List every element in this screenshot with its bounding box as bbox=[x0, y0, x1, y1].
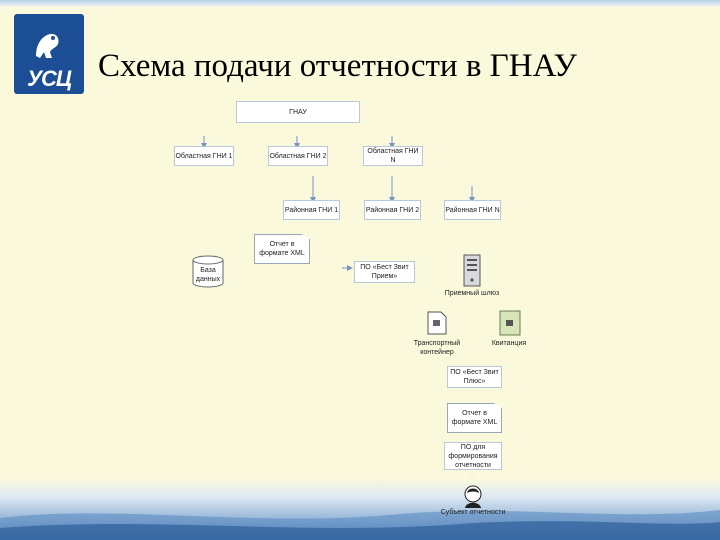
receiving-server-label: Приемный шлюз bbox=[444, 290, 500, 297]
rayon-gni-1-box: Районная ГНИ 1 bbox=[283, 200, 340, 220]
rayon-gni-2-label: Районная ГНИ 2 bbox=[365, 206, 420, 214]
oblast-gni-1-label: Областная ГНИ 1 bbox=[175, 152, 233, 160]
lion-icon bbox=[36, 33, 59, 58]
po-client-box: ПО «Бест Звит Плюс» bbox=[447, 366, 502, 388]
po-acceptance-box: ПО «Бест Звит Прием» bbox=[354, 261, 415, 283]
top-border bbox=[0, 0, 720, 6]
oblast-gni-2-label: Областная ГНИ 2 bbox=[269, 152, 327, 160]
database-icon bbox=[192, 255, 224, 288]
oblast-gni-n-label: Областная ГНИ N bbox=[367, 148, 419, 164]
report-xml-bottom-doc: Отчет в формате XML bbox=[447, 403, 502, 433]
oblast-gni-2-box: Областная ГНИ 2 bbox=[268, 146, 328, 166]
usc-logo: УСЦ bbox=[14, 14, 84, 94]
server-icon bbox=[463, 254, 481, 287]
gnau-box: ГНАУ bbox=[236, 101, 360, 123]
bottom-decoration bbox=[0, 478, 720, 540]
report-xml-bottom-label: Отчет в формате XML bbox=[451, 410, 498, 426]
po-client-label: ПО «Бест Звит Плюс» bbox=[450, 369, 499, 385]
oblast-gni-n-box: Областная ГНИ N bbox=[363, 146, 423, 166]
logo-text: УСЦ bbox=[27, 66, 72, 91]
report-xml-top-doc: Отчет в формате XML bbox=[254, 234, 310, 264]
database-label: База данных bbox=[195, 267, 221, 283]
rayon-gni-2-box: Районная ГНИ 2 bbox=[364, 200, 421, 220]
receipt-icon bbox=[499, 310, 521, 336]
wave-decoration bbox=[0, 510, 720, 540]
report-xml-top-label: Отчет в формате XML bbox=[259, 241, 305, 257]
transport-container-label: Транспортный контейнер bbox=[413, 340, 461, 356]
po-acceptance-label: ПО «Бест Звит Прием» bbox=[360, 264, 409, 280]
rayon-gni-n-label: Районная ГНИ N bbox=[445, 206, 500, 214]
page-title: Схема подачи отчетности в ГНАУ bbox=[98, 48, 577, 84]
receipt-label: Квитанция bbox=[491, 340, 527, 347]
rayon-gni-1-label: Районная ГНИ 1 bbox=[284, 206, 339, 214]
user-icon bbox=[464, 485, 482, 508]
gnau-label: ГНАУ bbox=[289, 108, 307, 116]
user-label: Субъект отчетности bbox=[440, 509, 506, 516]
oblast-gni-1-box: Областная ГНИ 1 bbox=[174, 146, 234, 166]
po-forming-label: ПО для формирования отчетности bbox=[448, 443, 498, 469]
po-forming-box: ПО для формирования отчетности bbox=[444, 442, 502, 470]
rayon-gni-n-box: Районная ГНИ N bbox=[444, 200, 501, 220]
transport-container-icon bbox=[427, 311, 447, 335]
